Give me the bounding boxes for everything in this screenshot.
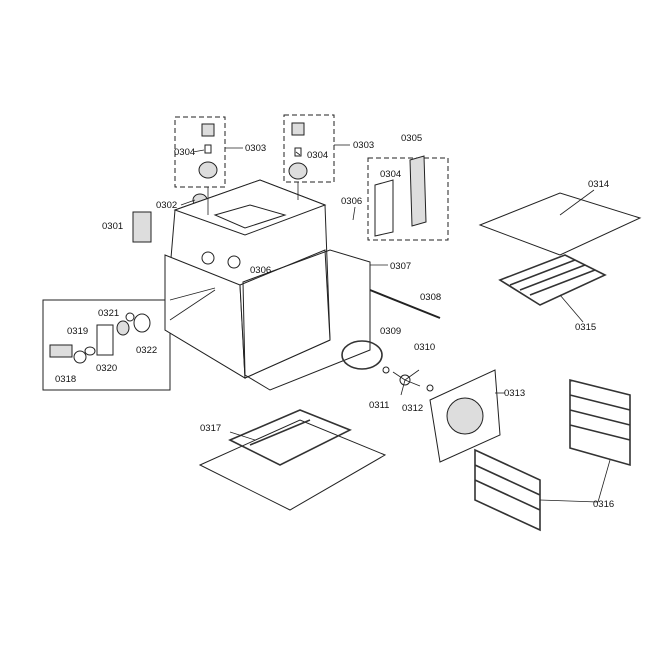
fan-blade-0310 xyxy=(392,369,421,396)
label-0313: 0313 xyxy=(504,388,525,399)
label-0307: 0307 xyxy=(390,261,411,272)
leader-lines xyxy=(180,144,611,503)
oven-cavity xyxy=(164,179,331,379)
label-0320: 0320 xyxy=(96,363,117,374)
label-0318: 0318 xyxy=(55,374,76,385)
side-rack-0316-left xyxy=(474,448,541,532)
label-0303: 0303 xyxy=(353,140,374,151)
label-0302: 0302 xyxy=(156,200,177,211)
label-0304: 0304 xyxy=(380,169,401,180)
label-0319: 0319 xyxy=(67,326,88,337)
part-0301 xyxy=(132,211,152,243)
group-box-0303-left xyxy=(174,116,226,188)
thermostat-knob-right xyxy=(288,122,308,180)
part-0308 xyxy=(369,289,441,319)
label-0301: 0301 xyxy=(102,221,123,232)
fan-cover-0313 xyxy=(429,369,501,463)
label-0322: 0322 xyxy=(136,345,157,356)
label-0303: 0303 xyxy=(245,143,266,154)
group-box-0305 xyxy=(367,157,449,241)
label-0306: 0306 xyxy=(250,265,271,276)
circular-element-0309 xyxy=(341,340,383,370)
label-0308: 0308 xyxy=(420,292,441,303)
lamp-cover-assembly xyxy=(374,155,427,237)
grill-element-0315 xyxy=(498,254,607,306)
part-0312 xyxy=(426,384,434,392)
heater-panel-0314 xyxy=(478,192,642,256)
label-0304: 0304 xyxy=(174,147,195,158)
selector-switch-parts xyxy=(49,287,216,364)
label-0311: 0311 xyxy=(369,400,389,411)
label-0321: 0321 xyxy=(98,308,119,319)
label-0312: 0312 xyxy=(402,403,423,414)
side-rack-0316-right xyxy=(569,378,631,467)
label-0304: 0304 xyxy=(307,150,328,161)
label-0316: 0316 xyxy=(593,499,614,510)
label-0310: 0310 xyxy=(414,342,435,353)
label-0315: 0315 xyxy=(575,322,596,333)
label-0309: 0309 xyxy=(380,326,401,337)
label-0317: 0317 xyxy=(200,423,221,434)
bottom-element-0317 xyxy=(198,409,387,511)
group-box-0303-right xyxy=(283,114,335,183)
label-0314: 0314 xyxy=(588,179,609,190)
thermostat-knob-left xyxy=(198,123,218,179)
label-0306: 0306 xyxy=(341,196,362,207)
part-0311 xyxy=(382,366,390,374)
door-seal-0307 xyxy=(242,249,371,391)
label-0305: 0305 xyxy=(401,133,422,144)
